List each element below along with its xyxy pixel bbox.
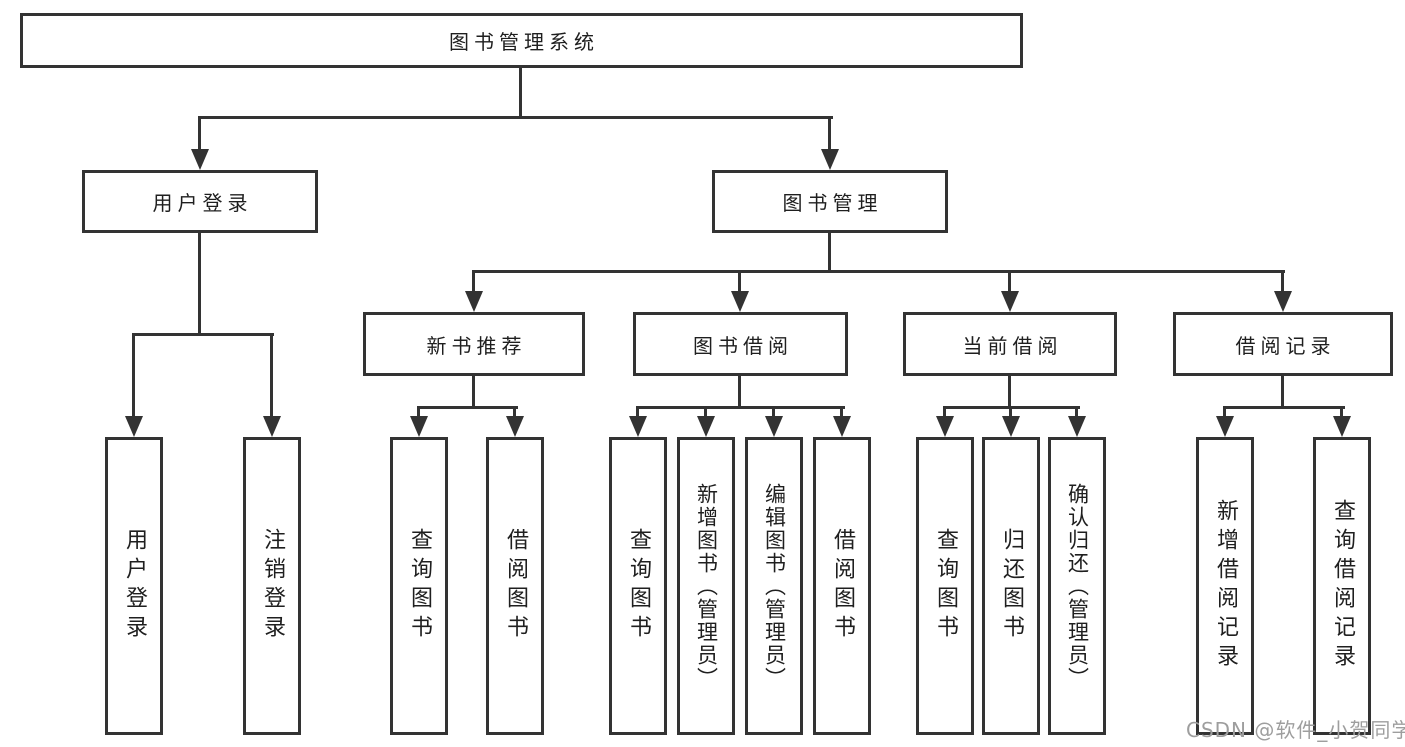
edge-stem [1281,270,1284,292]
node-book-borrowing: 图书借阅 [633,312,848,376]
arrowhead-down [1002,416,1020,437]
edge-stem [513,406,516,417]
edge-stem [198,116,201,150]
leaf-records-query-borrow-record: 查询借阅记录 [1313,437,1371,735]
arrowhead-down [125,416,143,437]
arrowhead-down [629,416,647,437]
edge-stem [472,374,475,408]
edge-stem [828,116,831,150]
arrowhead-down [410,416,428,437]
leaf-borrowing-query-books: 查询图书 [609,437,667,735]
edge-stem [738,270,741,292]
edge-stem [772,406,775,417]
edge-bar [417,406,518,409]
edge-stem [132,333,135,417]
edge-stem [1008,270,1011,292]
edge-bar [1223,406,1345,409]
leaf-recommend-borrow-books: 借阅图书 [486,437,544,735]
arrowhead-down [1274,291,1292,312]
edge-stem [840,406,843,417]
arrowhead-down [191,149,209,170]
edge-stem [943,406,946,417]
edge-stem [417,406,420,417]
arrowhead-down [833,416,851,437]
node-book-management: 图书管理 [712,170,948,233]
edge-bar [132,333,274,336]
edge-stem [1075,406,1078,417]
edge-bar [198,116,833,119]
node-current-borrowing: 当前借阅 [903,312,1117,376]
arrowhead-down [1216,416,1234,437]
edge-stem [519,66,522,118]
edge-bar [636,406,845,409]
edge-stem [1009,406,1012,417]
arrowhead-down [821,149,839,170]
leaf-current-return-books: 归还图书 [982,437,1040,735]
leaf-borrowing-add-books-admin: 新增图书（管理员） [677,437,735,735]
arrowhead-down [1333,416,1351,437]
edge-stem [1340,406,1343,417]
edge-stem [270,333,273,417]
arrowhead-down [1001,291,1019,312]
leaf-borrowing-edit-books-admin: 编辑图书（管理员） [745,437,803,735]
edge-stem [704,406,707,417]
leaf-logout: 注销登录 [243,437,301,735]
leaf-records-add-borrow-record: 新增借阅记录 [1196,437,1254,735]
arrowhead-down [697,416,715,437]
arrowhead-down [1068,416,1086,437]
edge-stem [828,230,831,273]
node-root-library-system: 图书管理系统 [20,13,1023,68]
leaf-user-login: 用户登录 [105,437,163,735]
edge-stem [198,230,201,335]
arrowhead-down [731,291,749,312]
node-new-book-recommend: 新书推荐 [363,312,585,376]
leaf-borrowing-borrow-books: 借阅图书 [813,437,871,735]
leaf-recommend-query-books: 查询图书 [390,437,448,735]
edge-stem [1281,374,1284,408]
arrowhead-down [506,416,524,437]
arrowhead-down [263,416,281,437]
csdn-watermark: CSDN @软件_小贺同学 [1186,718,1405,742]
arrowhead-down [765,416,783,437]
edge-stem [1223,406,1226,417]
leaf-current-query-books: 查询图书 [916,437,974,735]
node-borrowing-records: 借阅记录 [1173,312,1393,376]
node-user-login: 用户登录 [82,170,318,233]
edge-stem [1008,374,1011,408]
arrowhead-down [465,291,483,312]
edge-stem [738,374,741,408]
leaf-current-confirm-return-admin: 确认归还（管理员） [1048,437,1106,735]
edge-stem [636,406,639,417]
edge-bar [472,270,1285,273]
arrowhead-down [936,416,954,437]
edge-stem [472,270,475,292]
